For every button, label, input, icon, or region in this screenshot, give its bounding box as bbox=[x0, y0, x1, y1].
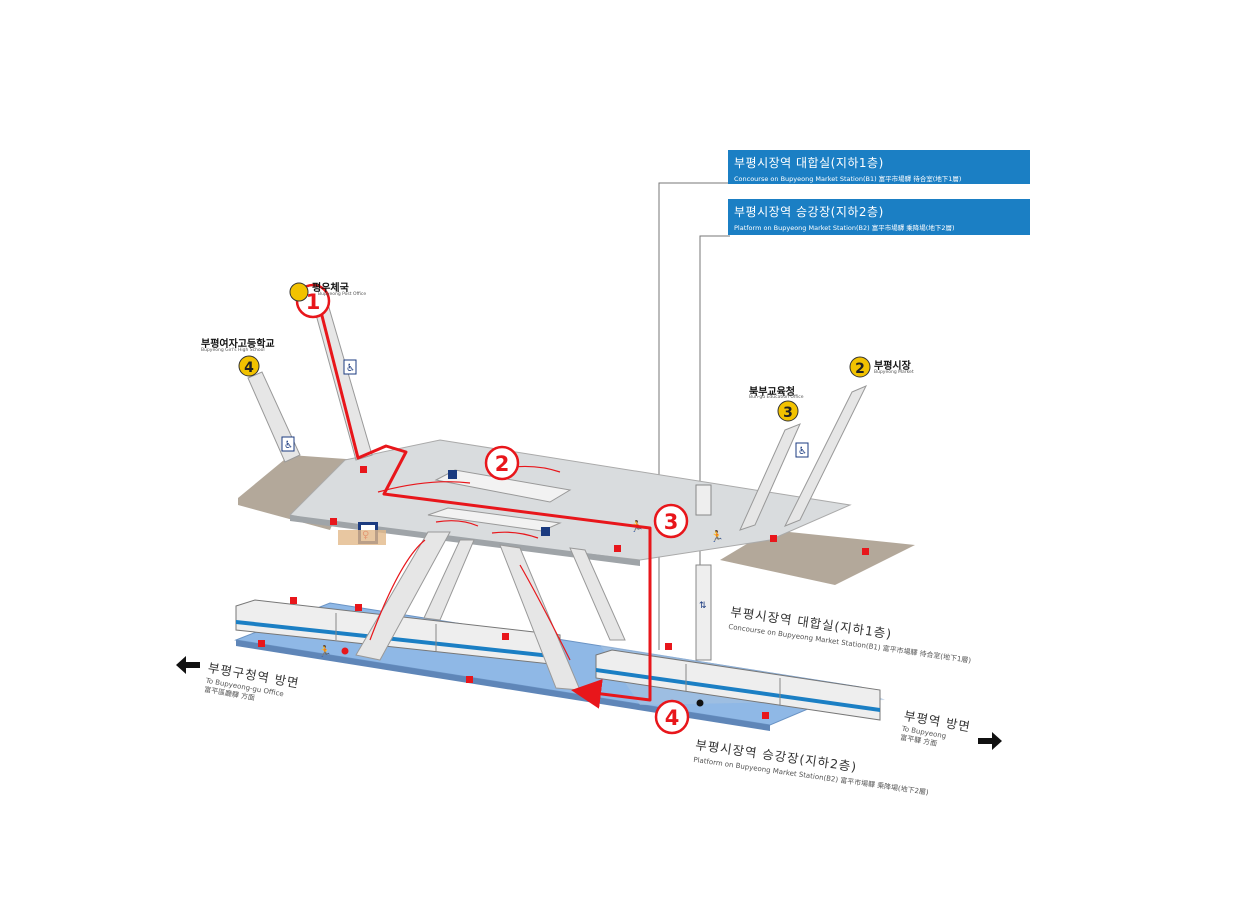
exit-badge-4 bbox=[238, 355, 260, 377]
escalator-icon bbox=[448, 470, 457, 479]
legend-concourse-en: Concourse on Bupyeong Market Station(B1)… bbox=[734, 175, 962, 183]
legend-concourse: 부평시장역 대합실(지하1층) Concourse on Bupyeong Ma… bbox=[728, 150, 1030, 184]
legend-platform-ko: 부평시장역 승강장(지하2층) bbox=[734, 205, 884, 219]
svg-text:2: 2 bbox=[855, 361, 865, 377]
svg-text:♿: ♿ bbox=[284, 440, 293, 451]
running-man-icon: 🏃 bbox=[710, 530, 724, 543]
flow-arrows bbox=[369, 465, 571, 661]
route-step-2 bbox=[484, 445, 520, 481]
legend-platform: 부평시장역 승강장(지하2층) Platform on Bupyeong Mar… bbox=[728, 199, 1030, 235]
leader-line-concourse bbox=[658, 182, 730, 650]
escalator-icon bbox=[541, 527, 550, 536]
route-step-label: 3 bbox=[664, 510, 679, 534]
svg-text:4: 4 bbox=[244, 360, 254, 376]
route-step-label: 4 bbox=[665, 706, 680, 730]
train-right bbox=[595, 649, 881, 721]
exit-2-sub: Bupyeong Market bbox=[874, 370, 914, 375]
route-step-3 bbox=[653, 503, 689, 539]
svg-text:♿: ♿ bbox=[346, 363, 355, 374]
exit-2-name: 부평시장 bbox=[874, 361, 911, 372]
exit-badges: 4 2 3 bbox=[238, 282, 871, 422]
svg-text:3: 3 bbox=[783, 405, 793, 421]
wheelchair-icon bbox=[795, 442, 809, 458]
route-path bbox=[316, 299, 652, 709]
route-step-label: 2 bbox=[495, 452, 510, 476]
running-man-icon: 🏃 bbox=[318, 645, 332, 658]
route-step-label: 1 bbox=[306, 290, 321, 314]
wheelchair-icon bbox=[343, 359, 357, 375]
svg-text:♿: ♿ bbox=[798, 446, 807, 457]
legend-platform-en: Platform on Bupyeong Market Station(B2) … bbox=[734, 224, 955, 232]
exit-4-name: 부평여자고등학교 bbox=[201, 339, 275, 350]
exit-3-sub: Bun-gu Education Office bbox=[749, 395, 804, 400]
legend-concourse-ko: 부평시장역 대합실(지하1층) bbox=[734, 156, 884, 170]
route-step-4 bbox=[654, 699, 690, 735]
arrow-left-icon bbox=[176, 656, 200, 674]
wheelchair-icon bbox=[281, 436, 295, 452]
exit-badge-3 bbox=[777, 400, 799, 422]
elevator-icon: ⇅ bbox=[699, 601, 707, 611]
exit-1-name: 평우체국 bbox=[312, 283, 349, 294]
exit-badge-1 bbox=[289, 282, 309, 302]
arrow-right-icon bbox=[978, 732, 1002, 750]
exit-1-sub: Bupyeong Post Office bbox=[318, 292, 367, 297]
exit-3-name: 북부교육청 bbox=[749, 387, 795, 398]
icons: ♿ ♿ ♿ ♀ 🏃 🏃 🏃 bbox=[258, 359, 869, 719]
elevator-shaft: ⇅ bbox=[695, 484, 712, 661]
exit-4-sub: Bupyeong Girl's High School bbox=[201, 348, 265, 353]
exit-badge-2 bbox=[849, 356, 871, 378]
